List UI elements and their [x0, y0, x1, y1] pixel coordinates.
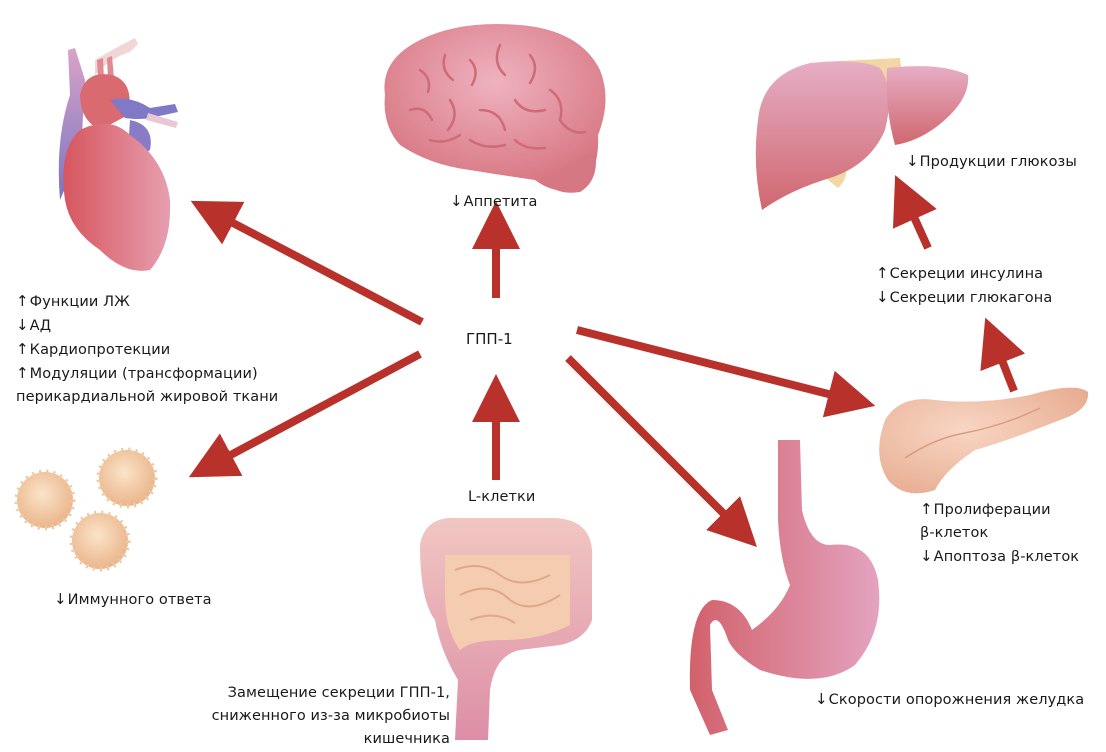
- direction-arrow-icon: ↑: [876, 264, 889, 282]
- brain-icon: [384, 24, 606, 193]
- effect-line: β-клеток: [920, 522, 1079, 545]
- direction-arrow-icon: ↑: [16, 292, 29, 310]
- arrow-pancreas-to-hormones: [980, 317, 1026, 393]
- effect-text: АД: [29, 318, 52, 334]
- effect-text: Продукции глюкозы: [919, 154, 1077, 170]
- arrow-to-pancreas: [576, 326, 876, 418]
- effect-text: перикардиальной жировой ткани: [16, 389, 279, 405]
- effect-text: Секреции глюкагона: [889, 290, 1053, 306]
- direction-arrow-icon: ↓: [906, 152, 919, 170]
- effect-line: перикардиальной жировой ткани: [16, 386, 278, 409]
- effect-text: Пролиферации: [933, 502, 1051, 518]
- effect-text: Иммунного ответа: [67, 592, 212, 608]
- direction-arrow-icon: ↓: [876, 288, 889, 306]
- stomach-icon: [689, 440, 880, 735]
- effect-line: ↑Кардиопротекции: [16, 338, 278, 362]
- note-line: сниженного из-за микробиоты: [211, 708, 450, 724]
- direction-arrow-icon: ↓: [920, 547, 933, 565]
- direction-arrow-icon: ↓: [16, 316, 29, 334]
- arrow-to-immune: [188, 350, 422, 478]
- stomach-effects: ↓Скорости опорожнения желудка: [815, 688, 1084, 712]
- effect-line: ↓Продукции глюкозы: [906, 150, 1077, 174]
- effect-line: ↓Секреции глюкагона: [876, 286, 1052, 310]
- effect-line: ↑Секреции инсулина: [876, 262, 1052, 286]
- pancreas-hormone-effects: ↑Секреции инсулина ↓Секреции глюкагона: [876, 262, 1052, 310]
- liver-effects: ↓Продукции глюкозы: [906, 150, 1077, 174]
- liver-icon: [755, 58, 905, 211]
- pancreas-icon: [879, 387, 1089, 494]
- heart-icon: [58, 38, 178, 271]
- arrow-to-stomach: [565, 355, 757, 547]
- microbiota-note: Замещение секреции ГПП-1, сниженного из-…: [212, 682, 450, 751]
- direction-arrow-icon: ↓: [815, 690, 828, 708]
- arrow-hormones-to-liver: [892, 175, 937, 250]
- effect-line: ↓АД: [16, 314, 278, 338]
- direction-arrow-icon: ↑: [16, 340, 29, 358]
- note-line: Замещение секреции ГПП-1,: [227, 685, 450, 701]
- effect-text: Скорости опорожнения желудка: [828, 692, 1085, 708]
- pancreas-effects: ↑Пролиферации β-клеток ↓Апоптоза β-клето…: [920, 498, 1079, 569]
- l-cells-label: L-клетки: [468, 489, 536, 505]
- intestine-icon: [420, 517, 593, 740]
- direction-arrow-icon: ↓: [54, 590, 67, 608]
- effect-text: Модуляции (трансформации): [29, 366, 258, 382]
- effect-line: ↓Иммунного ответа: [54, 588, 212, 612]
- effect-text: Кардиопротекции: [29, 342, 171, 358]
- immune-cells-icon: [14, 447, 158, 572]
- effect-line: ↓Скорости опорожнения желудка: [815, 688, 1084, 712]
- effect-text: Секреции инсулина: [889, 266, 1044, 282]
- direction-arrow-icon: ↓: [450, 192, 463, 210]
- heart-effects: ↑Функции ЛЖ ↓АД ↑Кардиопротекции ↑Модуля…: [16, 290, 278, 409]
- effect-line: ↓Апоптоза β-клеток: [920, 545, 1079, 569]
- effect-line: ↓Аппетита: [450, 190, 537, 214]
- direction-arrow-icon: ↑: [920, 500, 933, 518]
- effect-text: Функции ЛЖ: [29, 294, 130, 310]
- note-line: кишечника: [363, 731, 450, 747]
- effect-line: ↑Пролиферации: [920, 498, 1079, 522]
- effect-text: Апоптоза β-клеток: [933, 549, 1080, 565]
- effect-line: ↑Функции ЛЖ: [16, 290, 278, 314]
- effect-text: Аппетита: [463, 194, 538, 210]
- glp1-center-label: ГПП-1: [466, 330, 513, 348]
- liver-right-lobe-icon: [886, 66, 969, 145]
- effect-text: β-клеток: [920, 525, 989, 541]
- direction-arrow-icon: ↑: [16, 364, 29, 382]
- immune-effects: ↓Иммунного ответа: [54, 588, 212, 612]
- brain-effects: ↓Аппетита: [450, 190, 537, 214]
- arrow-to-heart: [190, 200, 424, 326]
- effect-line: ↑Модуляции (трансформации): [16, 362, 278, 386]
